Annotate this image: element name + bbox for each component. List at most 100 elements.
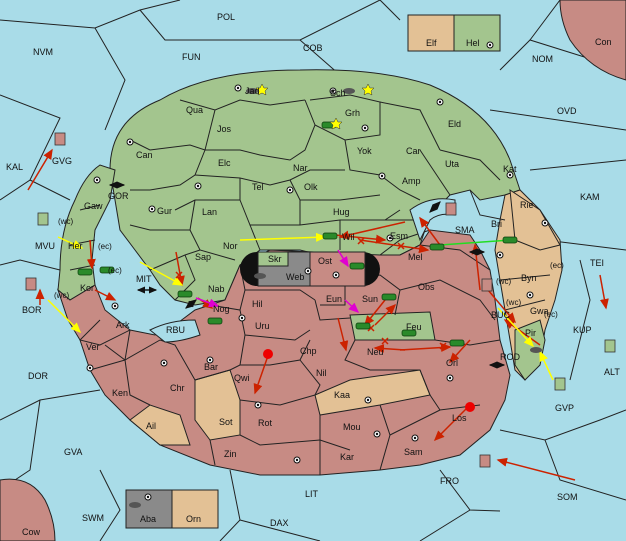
army-units bbox=[77, 121, 518, 347]
label-nvm: NVM bbox=[33, 47, 53, 57]
label-elf: Elf bbox=[426, 38, 437, 48]
label-amp: Amp bbox=[402, 176, 421, 186]
label-uta: Uta bbox=[445, 159, 459, 169]
label-dor: DOR bbox=[28, 371, 49, 381]
label-grh: Grh bbox=[345, 108, 360, 118]
coast-gwa-wc: (wc) bbox=[506, 298, 521, 307]
label-chr: Chr bbox=[170, 383, 185, 393]
label-con: Con bbox=[595, 37, 612, 47]
label-ken: Ken bbox=[112, 388, 128, 398]
coast-her-wc: (wc) bbox=[58, 217, 73, 226]
label-rot: Rot bbox=[258, 418, 273, 428]
label-mvu: MVU bbox=[35, 241, 55, 251]
label-tel: Tel bbox=[252, 182, 264, 192]
label-sap: Sap bbox=[195, 252, 211, 262]
label-ver: Ver bbox=[86, 342, 100, 352]
coast-labels: (wc) (ec) (ec) (wc) (wc) (ec) (wc) (ec) bbox=[54, 217, 564, 319]
label-zin: Zin bbox=[224, 449, 237, 459]
label-jad: Jad bbox=[245, 86, 260, 96]
label-gaw: Gaw bbox=[84, 201, 103, 211]
label-sam: Sam bbox=[404, 447, 423, 457]
label-uru: Uru bbox=[255, 321, 270, 331]
coast-kor-wc: (wc) bbox=[54, 291, 69, 300]
label-buc: BUC bbox=[491, 310, 511, 320]
label-rod: ROD bbox=[500, 352, 521, 362]
label-nor: Nor bbox=[223, 241, 238, 251]
label-mit: MIT bbox=[136, 274, 152, 284]
label-mel: Mel bbox=[408, 252, 423, 262]
north-borders bbox=[69, 94, 551, 311]
label-bri: Bri bbox=[491, 219, 502, 229]
province-skr bbox=[257, 251, 289, 267]
label-nil: Nil bbox=[316, 368, 327, 378]
label-aba: Aba bbox=[140, 514, 156, 524]
label-elc: Elc bbox=[218, 158, 231, 168]
label-kor: Kor bbox=[80, 283, 94, 293]
label-neu: Neu bbox=[367, 347, 384, 357]
label-esm: Esm bbox=[390, 231, 408, 241]
coast-byn-ec: (ec) bbox=[550, 261, 564, 270]
province-elf bbox=[407, 14, 455, 52]
province-cow bbox=[0, 478, 56, 541]
label-ark: Ark bbox=[116, 320, 130, 330]
label-car: Car bbox=[406, 146, 421, 156]
label-kar: Kar bbox=[340, 452, 354, 462]
province-rie bbox=[509, 188, 561, 251]
label-gvp: GVP bbox=[555, 403, 574, 413]
label-ost: Ost bbox=[318, 256, 333, 266]
label-kam: KAM bbox=[580, 192, 600, 202]
coast-gwa-ec: (ec) bbox=[544, 310, 558, 319]
markers bbox=[255, 83, 475, 412]
label-mou: Mou bbox=[343, 422, 361, 432]
label-byn: Byn bbox=[521, 273, 537, 283]
south-borders bbox=[79, 264, 501, 475]
sea-labels: POL NVM FUN COB NOM Con OVD KAL KAM TEI … bbox=[6, 12, 620, 537]
province-ail bbox=[129, 404, 191, 446]
label-sot: Sot bbox=[219, 417, 233, 427]
coast-kor-ec: (ec) bbox=[108, 266, 122, 275]
label-alt: ALT bbox=[604, 367, 620, 377]
label-wil: Wil bbox=[342, 232, 355, 242]
label-gva: GVA bbox=[64, 447, 82, 457]
label-ail: Ail bbox=[146, 421, 156, 431]
label-pir: Pir bbox=[525, 328, 536, 338]
label-fun: FUN bbox=[182, 52, 201, 62]
label-her: Her bbox=[68, 241, 83, 251]
label-kaa: Kaa bbox=[334, 390, 350, 400]
label-chp: Chp bbox=[300, 346, 317, 356]
label-ovd: OVD bbox=[557, 106, 577, 116]
label-bar: Bar bbox=[204, 362, 218, 372]
label-gvg: GVG bbox=[52, 156, 72, 166]
label-can: Can bbox=[136, 150, 153, 160]
label-tei: TEI bbox=[590, 258, 604, 268]
label-bor: BOR bbox=[22, 305, 42, 315]
label-jos: Jos bbox=[217, 124, 232, 134]
label-swm: SWM bbox=[82, 513, 104, 523]
province-con bbox=[559, 0, 626, 81]
label-cow: Cow bbox=[22, 527, 41, 537]
label-yok: Yok bbox=[357, 146, 372, 156]
label-fro: FRO bbox=[440, 476, 459, 486]
label-lan: Lan bbox=[202, 207, 217, 217]
order-arrows bbox=[27, 148, 609, 481]
label-nom: NOM bbox=[532, 54, 553, 64]
label-obs: Obs bbox=[418, 282, 435, 292]
label-qua: Qua bbox=[186, 105, 203, 115]
label-orn: Orn bbox=[186, 514, 201, 524]
label-olk: Olk bbox=[304, 182, 318, 192]
label-feu: Feu bbox=[406, 322, 422, 332]
label-hel: Hel bbox=[466, 38, 480, 48]
label-hil: Hil bbox=[252, 299, 263, 309]
label-rbu: RBU bbox=[166, 325, 185, 335]
province-labels: Jad Sch Qua Jos Grh Eld Can Yok Car Uta … bbox=[68, 38, 549, 524]
label-gur: Gur bbox=[157, 206, 172, 216]
label-los: Los bbox=[452, 413, 467, 423]
coast-her-ec: (ec) bbox=[98, 242, 112, 251]
province-orn bbox=[171, 489, 219, 529]
label-dax: DAX bbox=[270, 518, 289, 528]
label-qwi: Qwi bbox=[234, 373, 250, 383]
label-web: Web bbox=[286, 272, 304, 282]
label-gwa: Gwa bbox=[530, 306, 549, 316]
label-skr: Skr bbox=[268, 254, 282, 264]
